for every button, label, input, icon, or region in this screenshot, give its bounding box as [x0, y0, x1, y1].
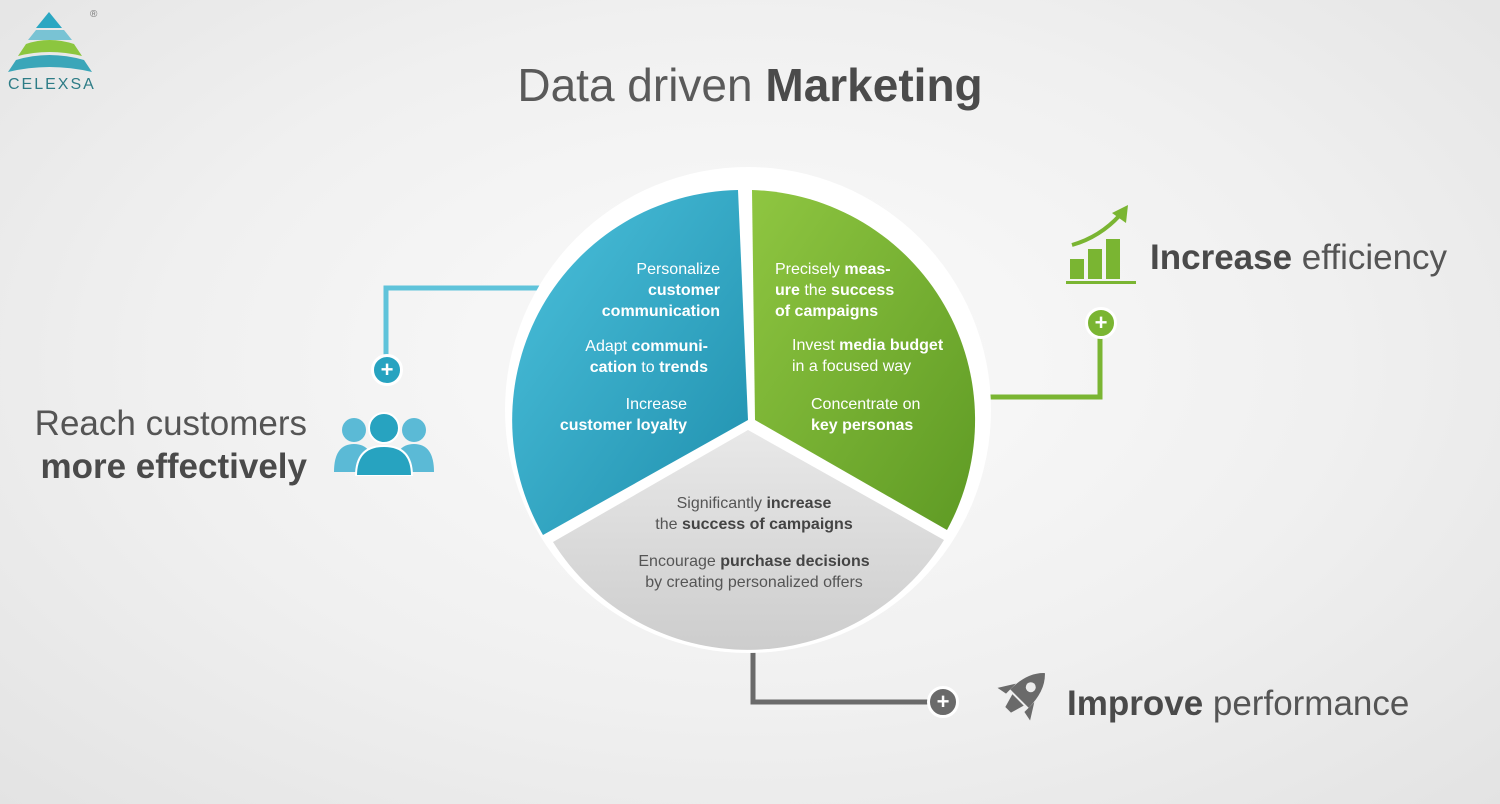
green-connector — [985, 330, 1103, 400]
gray-segment — [553, 430, 944, 650]
title-regular: Data driven — [517, 59, 753, 111]
blue-connector — [383, 285, 545, 360]
brand-name: CELEXSA — [8, 76, 96, 93]
page-title: Data driven Marketing — [0, 58, 1500, 112]
blue-item-1: Personalize customer communication — [480, 259, 720, 322]
title-bold: Marketing — [765, 59, 983, 111]
blue-item-2-pre: Adapt — [585, 338, 632, 355]
green-item-1-bold3: success — [831, 282, 895, 299]
performance-label-bold: Improve — [1067, 684, 1204, 723]
efficiency-label: Increase efficiency — [1150, 238, 1447, 278]
celexsa-logo: CELEXSA ® — [4, 6, 100, 98]
blue-item-2: Adapt communi- cation to trends — [468, 336, 708, 378]
green-item-2-line2: in a focused way — [792, 358, 912, 375]
green-item-2-pre: Invest — [792, 337, 840, 354]
gray-item-1-pre: Significantly — [676, 495, 767, 512]
blue-item-2-bold2: cation — [589, 359, 637, 376]
pyramid-logo-icon — [8, 12, 92, 72]
green-item-3-line1: Concentrate on — [811, 396, 921, 413]
green-item-1-bold2: ure — [775, 282, 800, 299]
blue-item-1-line3: communication — [601, 303, 720, 320]
blue-item-1-line1: Personalize — [636, 261, 720, 278]
efficiency-expand-button[interactable]: + — [1085, 307, 1117, 339]
green-item-3-line2: key personas — [811, 417, 914, 434]
green-segment — [752, 190, 976, 530]
green-item-1: Precisely meas- ure the success of campa… — [775, 259, 995, 322]
green-item-2-bold: media budget — [839, 337, 944, 354]
performance-label: Improve performance — [1067, 684, 1409, 724]
performance-label-regular: performance — [1203, 684, 1410, 723]
blue-item-3-line1: Increase — [625, 396, 687, 413]
gray-item-1-line2-pre: the — [655, 516, 682, 533]
gray-item-1-line2-bold: success of campaigns — [681, 516, 853, 533]
green-item-3: Concentrate on key personas — [811, 394, 1031, 436]
reach-label-line2: more effectively — [40, 447, 307, 486]
plus-icon: + — [1094, 310, 1108, 335]
green-item-2: Invest media budget in a focused way — [792, 335, 1012, 377]
blue-item-1-line2: customer — [647, 282, 720, 299]
blue-item-3: Increase customer loyalty — [447, 394, 687, 436]
reach-label: Reach customers more effectively — [0, 402, 307, 488]
performance-expand-button[interactable]: + — [927, 686, 959, 718]
bar-chart-growth-icon — [1066, 205, 1136, 284]
reach-label-line1: Reach customers — [34, 404, 307, 443]
people-group-icon — [334, 412, 434, 476]
gray-item-2: Encourage purchase decisions by creating… — [584, 551, 924, 593]
efficiency-label-bold: Increase — [1150, 238, 1293, 277]
gray-item-2-line2: by creating personalized offers — [645, 574, 863, 591]
efficiency-label-regular: efficiency — [1292, 238, 1448, 277]
plus-icon: + — [936, 689, 950, 714]
green-item-1-pre: Precisely — [775, 261, 845, 278]
green-item-1-post: the — [799, 282, 832, 299]
blue-item-3-line2: customer loyalty — [559, 417, 687, 434]
gray-connector — [750, 640, 930, 705]
blue-item-2-post: to — [636, 359, 660, 376]
rocket-icon — [997, 673, 1045, 721]
reach-expand-button[interactable]: + — [371, 354, 403, 386]
registered-mark: ® — [90, 9, 98, 20]
blue-item-2-bold: communi- — [631, 338, 708, 355]
green-item-1-bold: meas- — [844, 261, 891, 278]
gray-item-1: Significantly increase the success of ca… — [584, 493, 924, 535]
gray-item-2-pre: Encourage — [638, 553, 721, 570]
gray-item-1-bold: increase — [766, 495, 832, 512]
green-item-1-line3: of campaigns — [775, 303, 879, 320]
plus-icon: + — [380, 357, 394, 382]
blue-item-2-bold3: trends — [659, 359, 708, 376]
gray-item-2-bold: purchase decisions — [720, 553, 870, 570]
blue-segment — [512, 190, 748, 535]
